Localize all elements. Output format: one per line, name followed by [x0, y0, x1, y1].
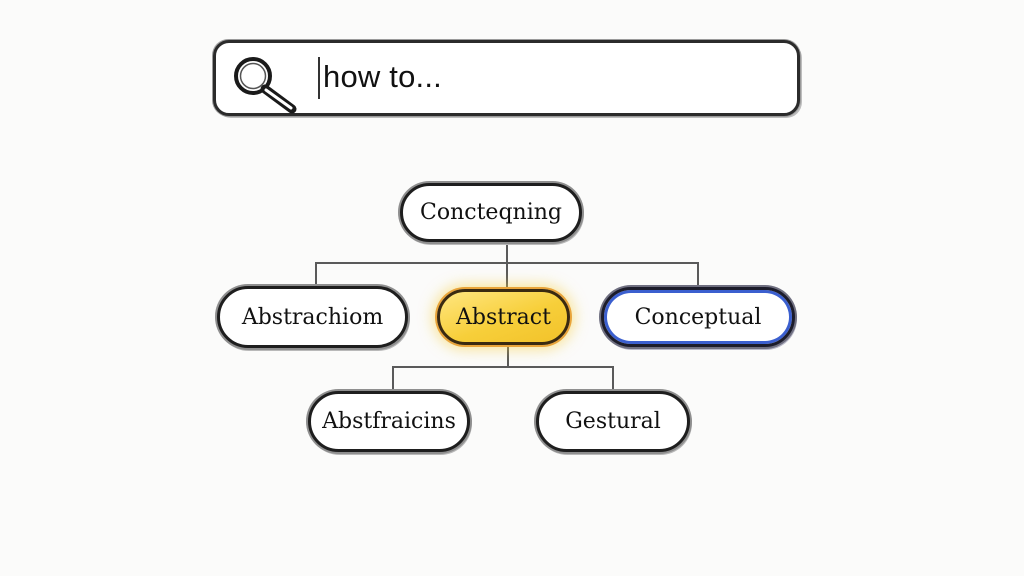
- connector-level3-bar: [392, 366, 613, 368]
- connector-level2-bar: [315, 262, 699, 264]
- node-abstrachiom[interactable]: Abstrachiom: [217, 286, 408, 348]
- node-label: Conceptual: [634, 304, 762, 330]
- node-gestural[interactable]: Gestural: [536, 391, 690, 452]
- search-input[interactable]: how to...: [323, 59, 442, 94]
- node-label: Gestural: [565, 409, 661, 434]
- connector-level3-left-drop: [392, 366, 394, 391]
- connector-root-down: [506, 242, 508, 290]
- node-abstfraicins[interactable]: Abstfraicins: [308, 391, 470, 452]
- connector-abstract-down: [507, 344, 509, 366]
- node-conceptual-selected[interactable]: Conceptual: [601, 287, 795, 347]
- connector-right-drop: [697, 262, 699, 287]
- connector-left-drop: [315, 262, 317, 286]
- node-label: Abstract: [456, 304, 551, 330]
- node-abstract-highlighted[interactable]: Abstract: [437, 289, 570, 345]
- search-icon[interactable]: [230, 53, 304, 115]
- node-root[interactable]: Concteqning: [400, 183, 582, 242]
- node-label: Concteqning: [420, 200, 562, 225]
- connector-level3-right-drop: [612, 366, 614, 391]
- search-bar[interactable]: how to...: [213, 40, 800, 116]
- text-cursor: [318, 57, 320, 99]
- node-label: Abstfraicins: [322, 409, 456, 434]
- node-label: Abstrachiom: [241, 304, 384, 330]
